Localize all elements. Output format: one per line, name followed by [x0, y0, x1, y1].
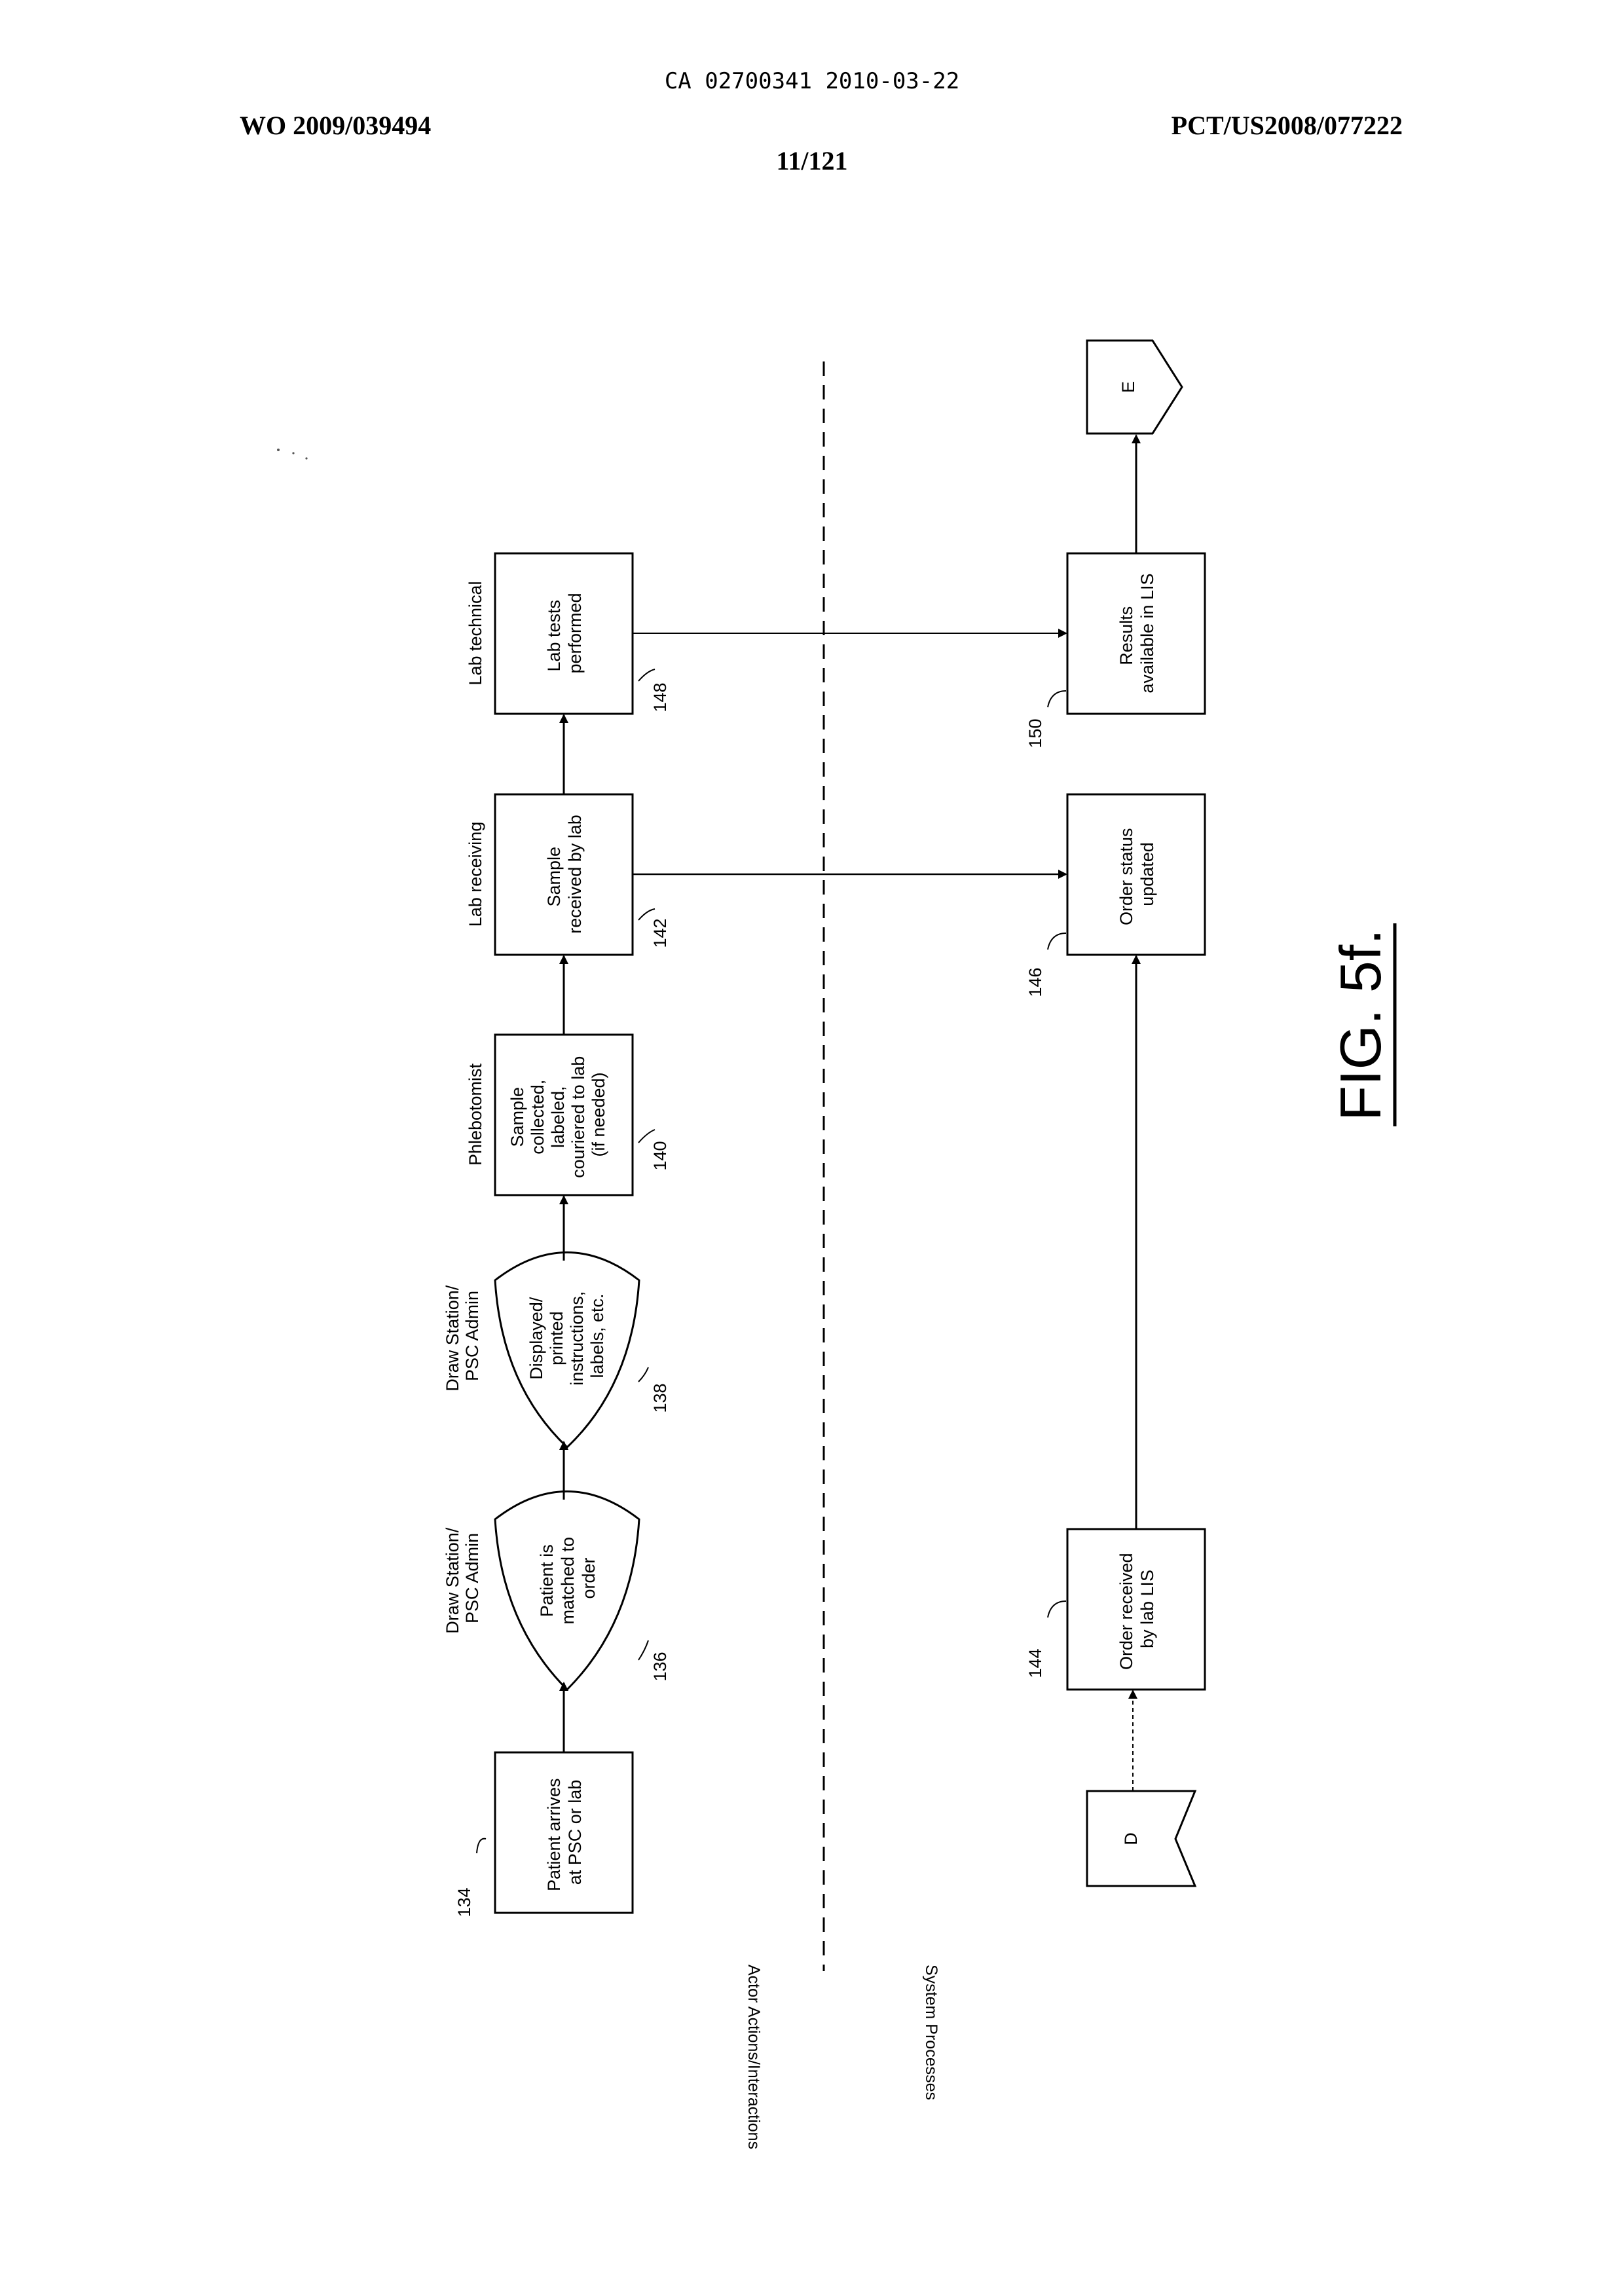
step-138-line-4: labels, etc.: [587, 1293, 607, 1378]
ref-144: 144: [1025, 1648, 1045, 1678]
scan-speck: [292, 452, 294, 454]
step-150-line-1: Results: [1116, 606, 1136, 665]
step-150-box: [1067, 553, 1205, 714]
step-136-line-3: order: [579, 1557, 599, 1599]
step-144: Order received by lab LIS 144: [1025, 1529, 1205, 1690]
scan-speck: [305, 457, 307, 459]
step-142-line-2: received by lab: [565, 815, 585, 934]
connector-e-label: E: [1118, 381, 1138, 393]
step-140-line-2: collected,: [528, 1080, 547, 1155]
lane-label-actor-actions: Actor Actions/Interactions: [745, 1965, 763, 2149]
step-138: Displayed/ printed instructions, labels,…: [443, 1253, 670, 1448]
connector-d-shape: [1087, 1791, 1195, 1886]
step-136-role-1: Draw Station/: [443, 1527, 462, 1634]
ref-134: 134: [454, 1887, 474, 1917]
step-134-box: [495, 1752, 633, 1913]
lane-label-system-processes: System Processes: [922, 1965, 940, 2100]
connector-e: E: [1087, 341, 1182, 434]
step-146-line-1: Order status: [1116, 828, 1136, 925]
step-146-line-2: updated: [1137, 842, 1157, 906]
ref-142: 142: [650, 918, 670, 948]
ref-138: 138: [650, 1383, 670, 1413]
ref-146: 146: [1025, 967, 1045, 997]
step-142-role: Lab receiving: [466, 822, 485, 927]
step-148-line-1: Lab tests: [544, 600, 564, 672]
step-138-line-2: printed: [547, 1311, 566, 1365]
step-140-role: Phlebotomist: [466, 1063, 485, 1166]
step-136-line-2: matched to: [558, 1537, 578, 1625]
step-136-line-1: Patient is: [537, 1544, 557, 1617]
step-138-line-1: Displayed/: [526, 1297, 546, 1380]
step-134-line-2: at PSC or lab: [565, 1780, 585, 1885]
connector-d-label: D: [1121, 1832, 1141, 1845]
figure-label: FIG. 5f.: [1328, 923, 1395, 1126]
step-144-line-1: Order received: [1116, 1553, 1136, 1670]
ref-148: 148: [650, 682, 670, 712]
figure-label-text: FIG. 5f.: [1328, 929, 1393, 1120]
step-142-box: [495, 794, 633, 955]
step-140: Sample collected, labeled, couriered to …: [466, 1035, 670, 1195]
svg-text:Displayed/ printed: Displayed/ printed instructions, labels,…: [526, 1286, 607, 1386]
step-140-line-5: (if needed): [589, 1072, 608, 1156]
step-140-line-4: couriered to lab: [568, 1056, 588, 1178]
step-136-role-2: PSC Admin: [462, 1533, 482, 1623]
step-138-role-2: PSC Admin: [462, 1291, 482, 1381]
svg-text:Draw Station/ PSC Admi: Draw Station/ PSC Admin: [443, 1523, 482, 1634]
step-140-line-1: Sample: [507, 1087, 527, 1147]
step-148-role: Lab technical: [466, 581, 485, 685]
step-144-line-2: by lab LIS: [1137, 1570, 1157, 1648]
step-146-box: [1067, 794, 1205, 955]
scan-speck: [277, 449, 280, 451]
svg-text:Draw Station/ PSC Admi: Draw Station/ PSC Admin: [443, 1280, 482, 1392]
step-140-line-3: labeled,: [548, 1086, 568, 1148]
step-138-role-1: Draw Station/: [443, 1285, 462, 1392]
step-144-box: [1067, 1529, 1205, 1690]
ref-136: 136: [650, 1652, 670, 1681]
step-148-box: [495, 553, 633, 714]
ref-150: 150: [1025, 718, 1045, 748]
step-146: Order status updated 146: [1025, 794, 1205, 997]
step-148-line-2: performed: [565, 593, 585, 673]
step-142-line-1: Sample: [544, 847, 564, 907]
ref-140: 140: [650, 1141, 670, 1170]
step-138-line-3: instructions,: [567, 1291, 587, 1386]
step-136: Patient is matched to order Draw Station…: [443, 1492, 670, 1690]
step-150: Results available in LIS 150: [1025, 553, 1205, 749]
step-134-line-1: Patient arrives: [544, 1778, 564, 1891]
step-150-line-2: available in LIS: [1137, 573, 1157, 693]
connector-d: D: [1087, 1791, 1195, 1886]
step-134: Patient arrives at PSC or lab 134: [454, 1752, 633, 1917]
